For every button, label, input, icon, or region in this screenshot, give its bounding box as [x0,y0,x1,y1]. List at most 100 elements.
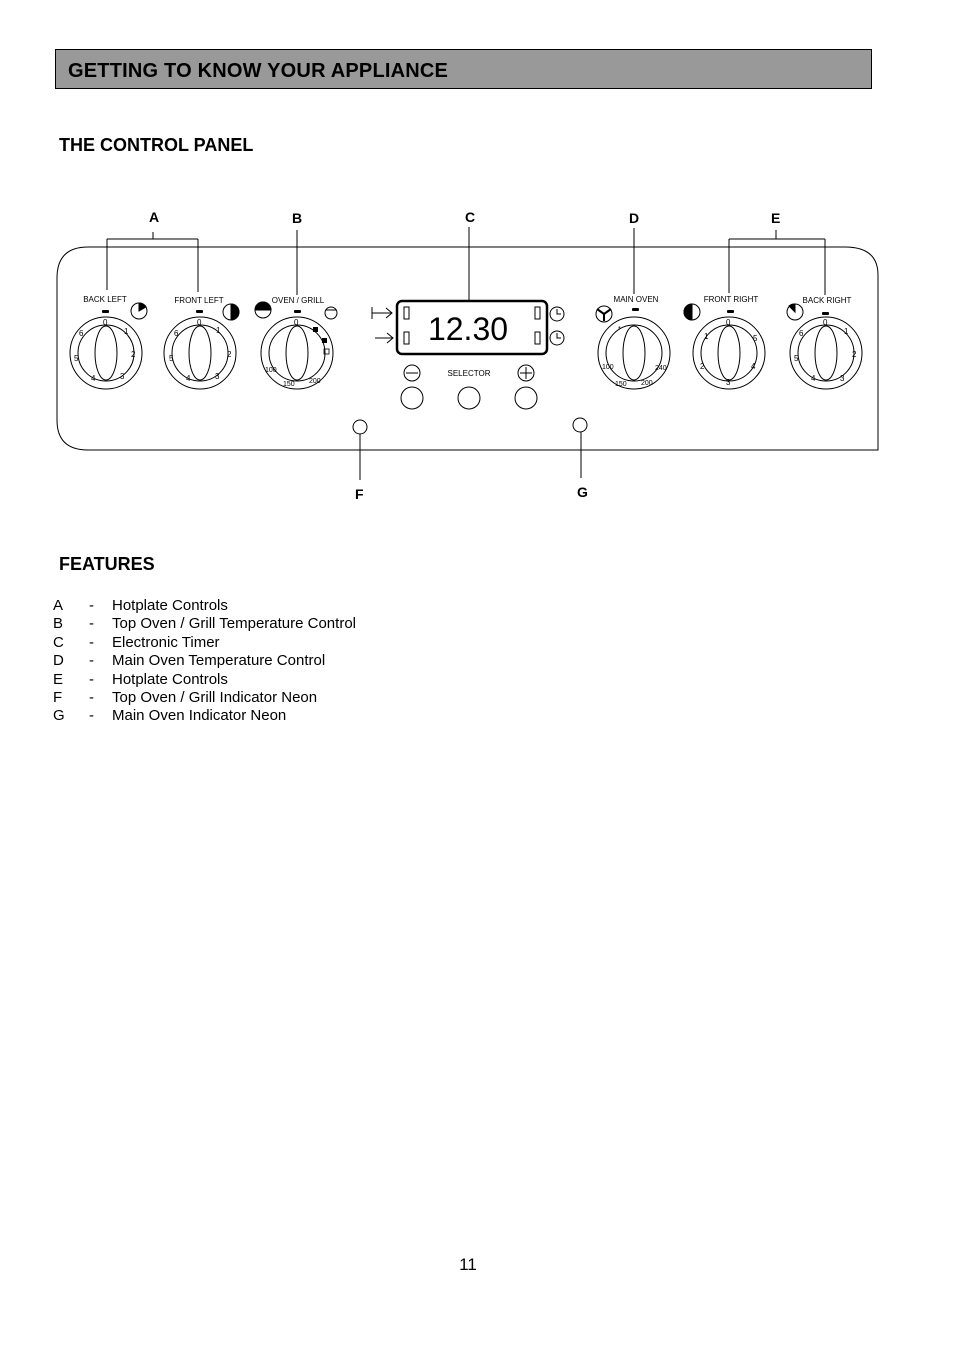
svg-text:2: 2 [131,350,136,359]
svg-text:1: 1 [844,327,849,336]
knob-back-right [789,316,863,390]
neon-main-oven [572,417,588,433]
knob-pointers [102,308,829,315]
callout-b: B [292,210,302,226]
feature-text: Electronic Timer [112,633,220,651]
feature-letter: A [53,597,64,614]
knob-oven-grill [260,316,334,390]
knob-label-front-left: FRONT LEFT [174,296,223,305]
feature-text: Hotplate Controls [112,597,228,614]
zone-front-right-icon [683,303,701,321]
zone-back-right-icon [786,303,804,321]
svg-text:5: 5 [169,354,174,363]
timer-display: 12.30 [428,311,508,347]
svg-text:6: 6 [79,329,84,338]
feature-text: Hotplate Controls [112,670,228,688]
svg-text:2: 2 [227,350,232,359]
svg-text:2: 2 [700,362,705,371]
svg-text:5: 5 [74,354,79,363]
control-panel-heading: THE CONTROL PANEL [59,135,254,155]
knob-label-front-right: FRONT RIGHT [704,295,759,304]
svg-text:1: 1 [704,332,709,341]
timer-arrows [371,307,394,344]
svg-text:0: 0 [294,318,299,327]
svg-text:100: 100 [602,364,614,371]
svg-text:200: 200 [309,378,321,385]
list-item: B - Top Oven / Grill Temperature Control [53,615,356,633]
list-item: E - Hotplate Controls [53,671,356,689]
electronic-timer: 12.30 [371,299,565,356]
zone-back-left-icon [130,302,148,320]
svg-text:1: 1 [216,326,221,335]
plus-button [514,386,538,410]
svg-text:6: 6 [799,329,804,338]
feature-dash: - [89,707,94,725]
feature-letter: C [53,633,64,651]
feature-text: Top Oven / Grill Indicator Neon [112,689,318,707]
svg-text:100: 100 [265,367,277,374]
knob-label-main-oven: MAIN OVEN [614,295,659,304]
svg-text:4: 4 [811,374,816,383]
cook-time-icon [371,307,393,319]
svg-text:3: 3 [726,378,731,387]
svg-text:0: 0 [726,318,731,327]
svg-text:2: 2 [852,350,857,359]
grill-half-icon [254,301,272,319]
section-banner: GETTING TO KNOW YOUR APPLIANCE [55,49,872,89]
svg-text:200: 200 [641,380,653,387]
end-time-icon [375,332,394,344]
list-item: D - Main Oven Temperature Control [53,652,356,670]
svg-text:*: * [618,326,621,333]
zone-icons [130,301,804,323]
callout-d: D [629,210,639,226]
feature-dash: - [89,633,94,651]
feature-text: Top Oven / Grill Temperature Control [112,615,356,633]
features-heading: FEATURES [59,554,155,574]
callout-e: E [771,210,780,226]
page-number: 11 [459,1255,477,1274]
knob-label-back-right: BACK RIGHT [803,296,852,305]
list-item: C - Electronic Timer [53,634,356,652]
svg-text:5: 5 [753,334,758,343]
svg-text:1: 1 [124,327,129,336]
svg-text:4: 4 [751,362,756,371]
knob-label-oven-grill: OVEN / GRILL [272,296,325,305]
feature-dash: - [89,689,94,707]
svg-text:5: 5 [794,354,799,363]
svg-text:0: 0 [823,318,828,327]
neon-top-oven [352,419,368,435]
knob-main-oven [597,316,671,390]
clock-icons [549,306,565,346]
panel-outline [56,246,879,451]
feature-letter: B [53,615,64,633]
knob-label-back-left: BACK LEFT [83,295,127,304]
timer-segments [403,306,541,345]
control-panel-diagram: A B C D E F G BACK LEFT FRONT LEFT OVEN … [56,209,879,502]
callout-g: G [577,484,588,500]
callout-c: C [465,209,475,225]
svg-text:150: 150 [615,381,627,388]
feature-letter: E [53,670,64,688]
svg-text:0: 0 [103,318,108,327]
scale-front-right: 0 1 2 3 4 5 [700,318,758,387]
feature-text: Main Oven Indicator Neon [112,707,287,725]
oven-small-icon [324,306,338,320]
features-list: A - Hotplate Controls B - Top Oven / Gri… [53,597,356,726]
knob-front-right [692,316,766,390]
clock-icon [549,306,565,322]
feature-dash: - [89,670,94,688]
page-title: GETTING TO KNOW YOUR APPLIANCE [68,60,449,82]
feature-text: Main Oven Temperature Control [112,652,326,670]
svg-text:3: 3 [120,372,125,381]
fan-icon [595,305,613,323]
svg-text:6: 6 [174,329,179,338]
list-item: A - Hotplate Controls [53,597,356,615]
clock-icon [549,330,565,346]
callout-a: A [149,209,159,225]
